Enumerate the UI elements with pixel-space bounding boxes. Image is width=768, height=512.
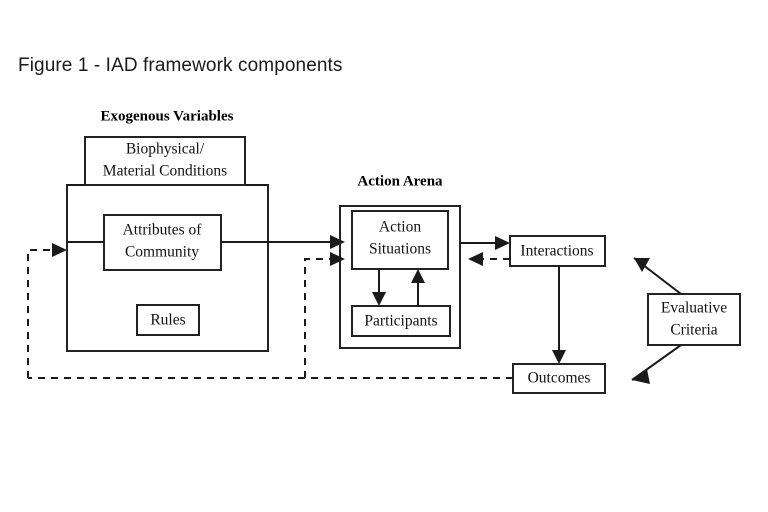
interactions-to-action-arena-arrowhead xyxy=(468,252,483,266)
exogenous-to-action-arena-arrowhead xyxy=(330,235,345,249)
attributes-label-line2: Community xyxy=(125,244,199,261)
outcomes-label: Outcomes xyxy=(528,370,591,387)
interactions-to-outcomes-arrowhead xyxy=(552,350,566,364)
outcomes-to-exogenous-feedback-arrowhead xyxy=(52,243,67,257)
participants-label: Participants xyxy=(364,313,437,330)
biophysical-label-line2: Material Conditions xyxy=(103,163,227,180)
exogenous-variables-title: Exogenous Variables xyxy=(101,108,234,124)
interactions-box[interactable] xyxy=(509,235,606,267)
evaluative-criteria-box[interactable] xyxy=(647,293,741,346)
participants-to-action-situations-arrowhead xyxy=(411,269,425,283)
biophysical-label-line1: Biophysical/ xyxy=(126,141,205,158)
rules-box[interactable] xyxy=(136,304,200,336)
action-situations-to-participants-arrowhead xyxy=(372,292,386,306)
participants-box[interactable] xyxy=(351,305,451,337)
action-situations-box[interactable] xyxy=(351,210,449,270)
evaluative-criteria-label-line2: Criteria xyxy=(670,322,717,339)
action-situations-label-line2: Situations xyxy=(369,241,431,258)
action-situations-label-line1: Action xyxy=(379,219,421,236)
action-arena-to-interactions-arrowhead xyxy=(495,236,510,250)
biophysical-material-conditions-box[interactable] xyxy=(84,136,246,186)
action-arena-title: Action Arena xyxy=(357,173,443,189)
evaluative-criteria-label-line1: Evaluative xyxy=(661,300,727,317)
rules-label: Rules xyxy=(150,312,185,329)
action-arena-container xyxy=(339,205,461,349)
interactions-label: Interactions xyxy=(520,243,593,260)
outcomes-to-action-arena-feedback-line xyxy=(304,258,330,378)
evaluative-criteria-to-outcomes-arrowhead xyxy=(632,369,650,384)
page-title: Figure 1 - IAD framework components xyxy=(18,55,343,76)
outcomes-to-exogenous-feedback-line xyxy=(27,249,52,378)
outcomes-to-action-arena-feedback-arrowhead xyxy=(330,252,345,266)
attributes-label-line1: Attributes of xyxy=(123,222,203,239)
evaluative-criteria-to-interactions-arrowhead xyxy=(634,258,650,272)
